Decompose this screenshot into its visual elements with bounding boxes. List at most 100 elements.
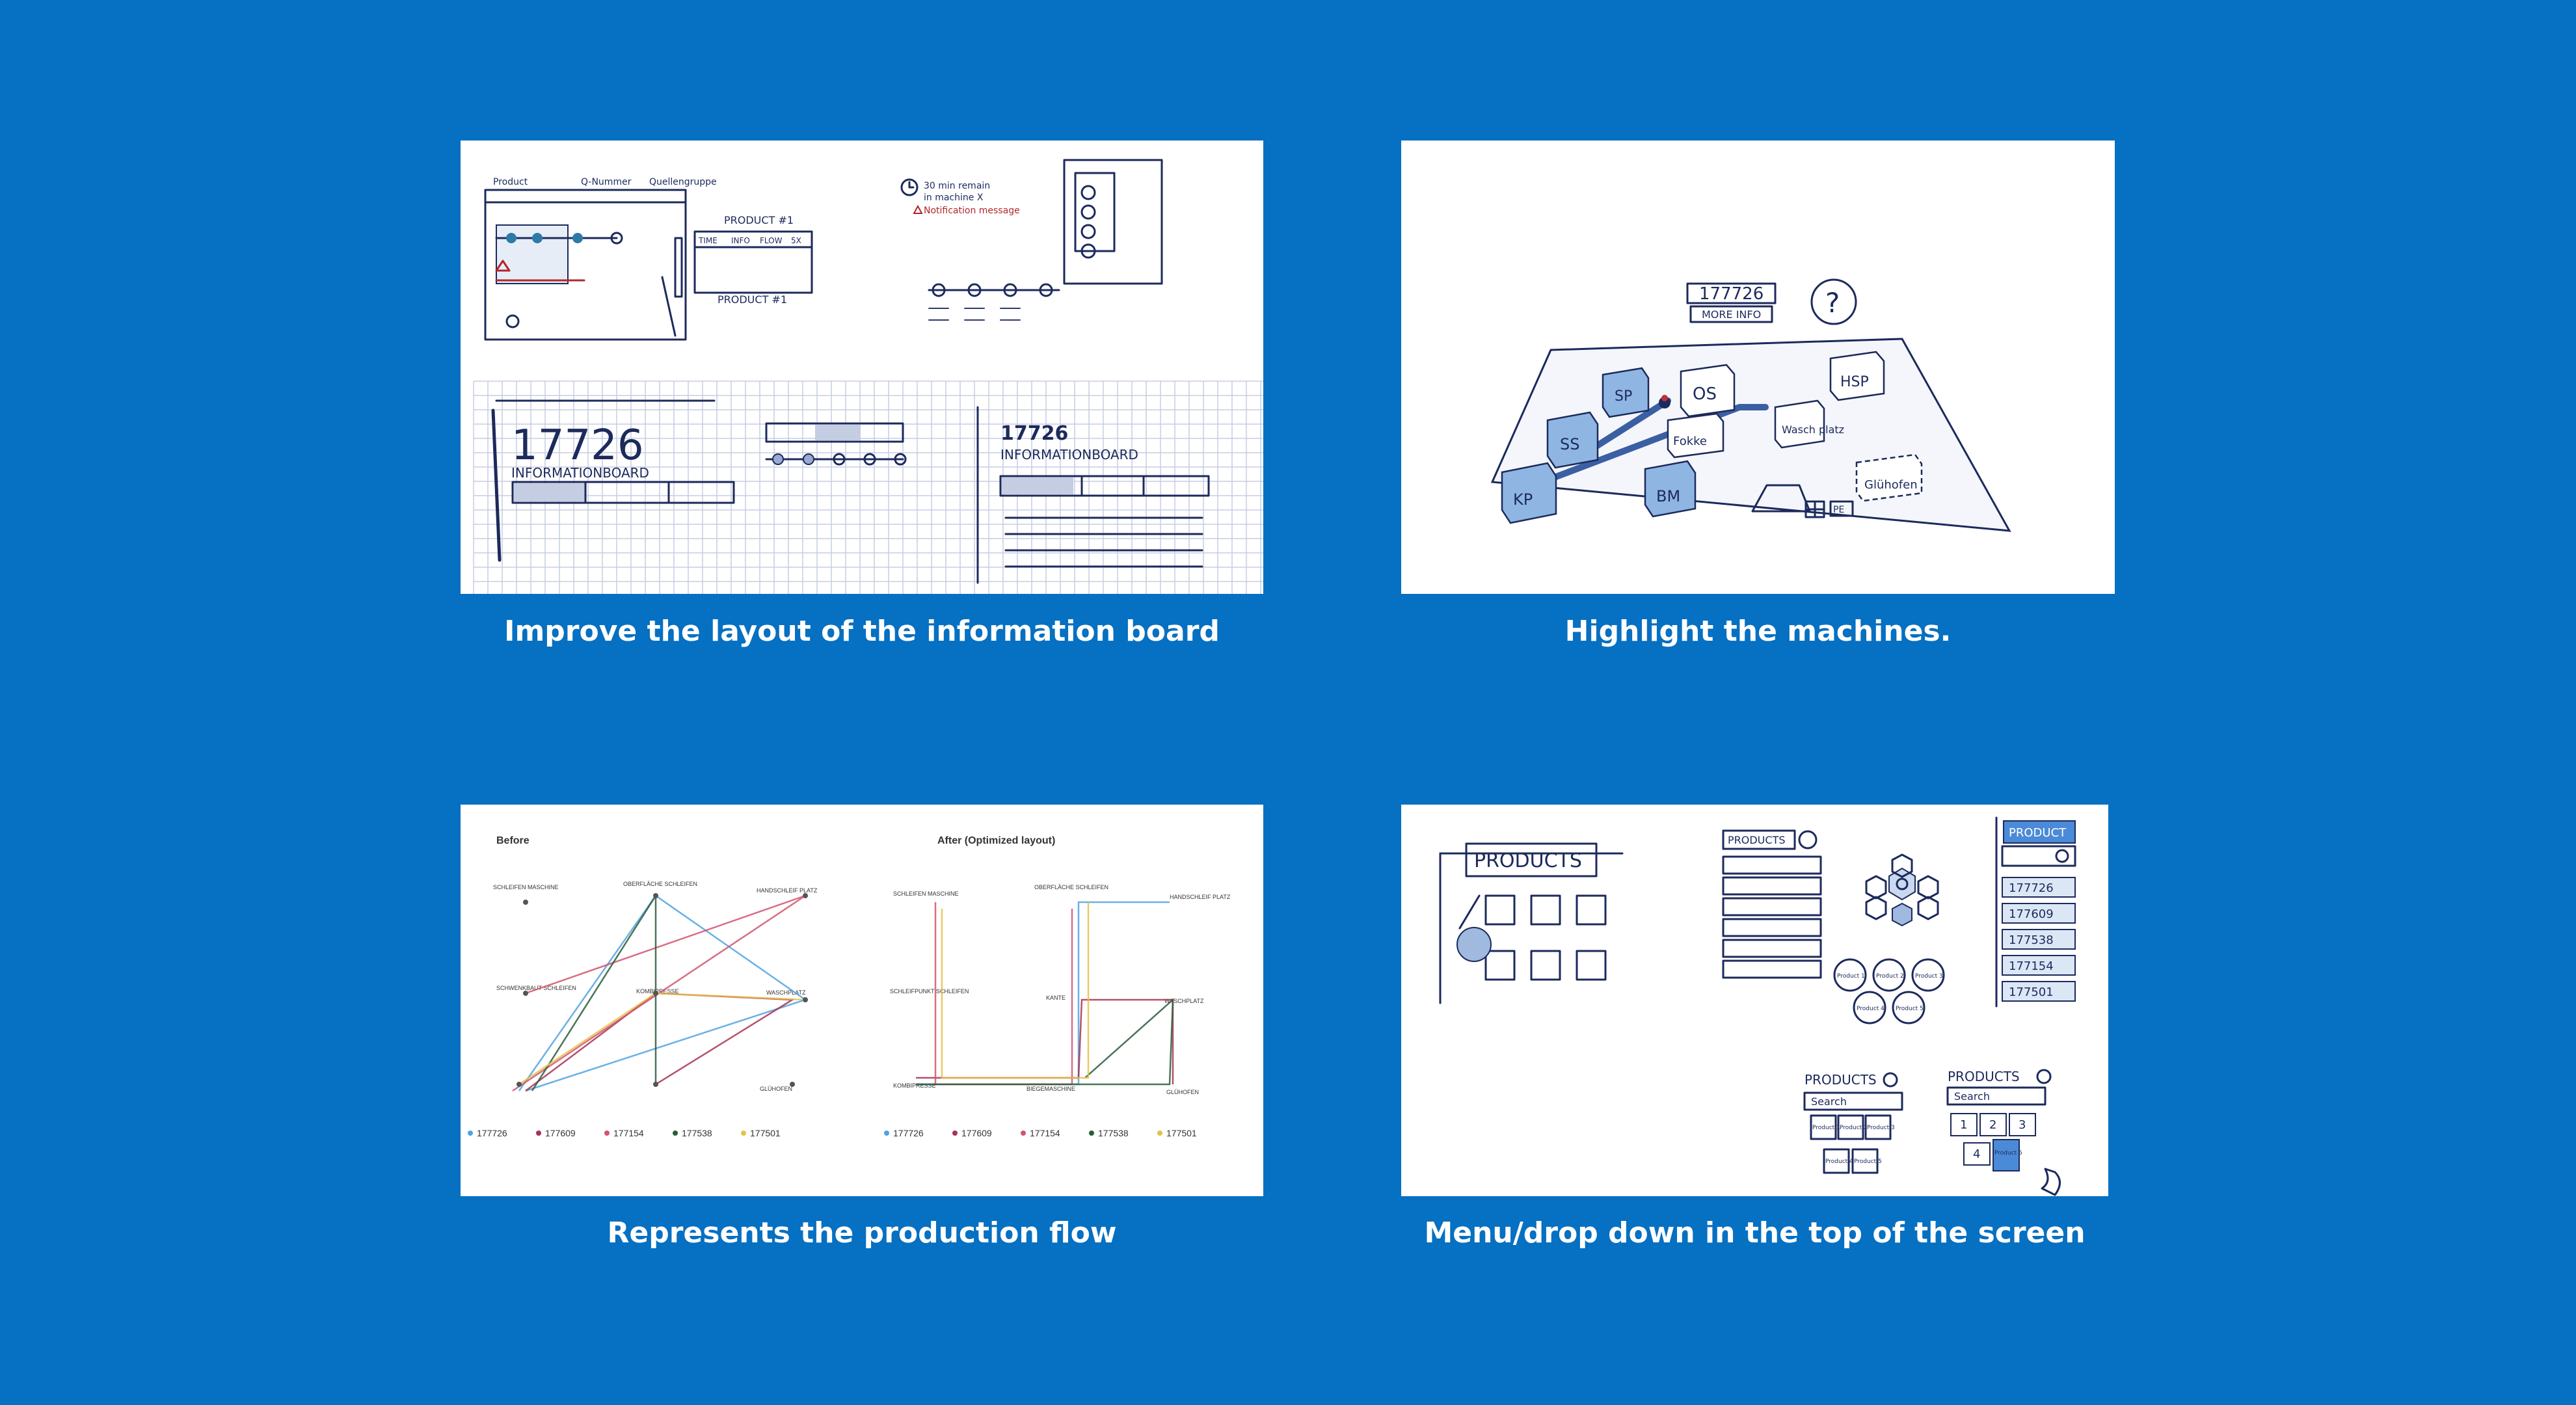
help-button[interactable] [1810, 278, 1857, 325]
product-button[interactable] [1823, 1148, 1850, 1174]
caption-menu-dropdown: Menu/drop down in the top of the screen [1424, 1216, 2086, 1250]
machines-sketch: 177726 MORE INFO ? SP SS KP BM OS [1490, 278, 2011, 532]
circle-product-button[interactable] [1911, 958, 1945, 992]
panel-menu-dropdown: PRODUCTS PRODUCTS Product [1401, 805, 2108, 1196]
legend-swatch [1021, 1131, 1026, 1136]
legend-label: 177609 [961, 1128, 992, 1138]
product-button[interactable] [1837, 1114, 1864, 1140]
circle-product-button[interactable] [1853, 991, 1886, 1024]
circle-product-button[interactable] [1892, 991, 1925, 1024]
panel-machines-sketch: 177726 MORE INFO ? SP SS KP BM OS [1401, 140, 2115, 594]
product-button-label: Product 5 [1994, 1150, 2022, 1157]
product-search-1[interactable] [1803, 1091, 1903, 1111]
legend-swatch [884, 1131, 889, 1136]
products-search-box[interactable] [1722, 829, 1796, 850]
circle-product-button[interactable] [1872, 958, 1906, 992]
after-node-label: HANDSCHLEIF PLATZ [1170, 894, 1231, 900]
legend-swatch [1157, 1131, 1162, 1136]
order-number-box [1686, 282, 1777, 304]
dropdown-item[interactable] [2002, 877, 2076, 898]
products-button-big[interactable] [1465, 842, 1598, 877]
after-node-label: GLÜHOFEN [1166, 1089, 1199, 1095]
after-node-label: BIEGEMASCHINE [1026, 1086, 1075, 1092]
search-label-1: Search [1811, 1095, 1847, 1108]
before-node-label: SCHWENKBAUT SCHLEIFEN [496, 985, 576, 991]
machine-gluehofen[interactable]: Glühofen [1855, 453, 1923, 502]
after-flow-line [916, 998, 1174, 1084]
product-button[interactable] [1992, 1139, 2020, 1171]
dropdown-item[interactable] [2002, 903, 2076, 924]
machine-label-hsp: HSP [1840, 374, 1869, 390]
after-node-label: KOMBIPRESSE [893, 1082, 936, 1089]
before-flow-line [518, 894, 807, 1092]
dropdown-item[interactable] [2002, 955, 2076, 976]
product-search-2[interactable] [1946, 1086, 2046, 1106]
sketch-label-product: Product [493, 177, 528, 187]
machine-kp[interactable]: KP [1501, 462, 1557, 524]
product-button[interactable] [1810, 1114, 1837, 1140]
after-flow-line [916, 998, 1174, 1086]
product-button[interactable] [2009, 1113, 2036, 1136]
product-button-label: Product 5 [1854, 1158, 1882, 1165]
dropdown-item[interactable] [2002, 981, 2076, 1002]
more-info-button[interactable] [1689, 305, 1773, 323]
before-node [803, 893, 808, 898]
machine-label-kp: KP [1513, 490, 1533, 509]
after-node-label: KANTE [1046, 995, 1066, 1001]
machine-hsp[interactable]: HSP [1829, 351, 1885, 401]
machine-fokke[interactable]: Fokke [1667, 412, 1724, 459]
machine-pe[interactable]: PE [1829, 500, 1854, 517]
pointer-hand-icon [1456, 927, 1492, 962]
press-shape [1751, 484, 1811, 513]
dropdown-item[interactable] [2002, 929, 2076, 950]
product-dropdown-header[interactable] [2003, 820, 2076, 844]
machine-label-bm: BM [1656, 487, 1680, 505]
panel-information-board-sketch: /* grid drawn below by script */ Product… [461, 140, 1263, 594]
product-button[interactable] [1979, 1113, 2007, 1136]
after-flow-line [941, 902, 1090, 1079]
circle-product-button[interactable] [1833, 958, 1867, 992]
product-button-label: 4 [1973, 1147, 1980, 1161]
before-node [523, 900, 528, 905]
machine-bm[interactable]: BM [1644, 460, 1697, 518]
chart-before-title: Before [496, 835, 530, 846]
machine-label-sp: SP [1615, 388, 1632, 405]
before-node-label: WASCHPLATZ [766, 989, 806, 996]
board-order-number-2: 17726 [1000, 422, 1068, 445]
before-node [803, 997, 808, 1002]
product-button[interactable] [1864, 1114, 1892, 1140]
machine-label-pe: PE [1833, 505, 1844, 515]
before-node [653, 893, 658, 898]
circle-product-label: Product 5 [1896, 1006, 1924, 1012]
radial-menu[interactable] [1865, 853, 1939, 927]
product-button[interactable] [1963, 1142, 1991, 1166]
legend-swatch [536, 1131, 541, 1136]
information-board-sketch: /* grid drawn below by script */ Product… [473, 159, 1263, 594]
before-node [790, 1082, 795, 1087]
after-node-label: WASCHPLATZ [1164, 998, 1204, 1004]
caption-machines: Highlight the machines. [1564, 615, 1952, 648]
before-flow-line [518, 992, 806, 1086]
machine-os[interactable]: OS [1680, 364, 1736, 418]
product-dropdown-search[interactable] [2001, 845, 2076, 867]
sketch-screen-frame [484, 189, 687, 341]
legend-swatch [1089, 1131, 1094, 1136]
machine-label-gluehofen: Glühofen [1864, 478, 1918, 492]
machine-sp[interactable]: SP [1602, 367, 1650, 418]
product-button[interactable] [1950, 1113, 1978, 1136]
machine-label-os: OS [1693, 384, 1717, 404]
dropdown-item-label: 177501 [2009, 985, 2054, 999]
alert-icon [1659, 397, 1670, 408]
product-button[interactable] [1851, 1148, 1879, 1174]
before-node [653, 1082, 658, 1087]
board-order-number-1: 17726 [511, 421, 644, 470]
machine-ss[interactable]: SS [1546, 411, 1599, 469]
before-node [523, 991, 528, 996]
legend-label: 177501 [1166, 1128, 1197, 1138]
machine-waschplatz[interactable]: Wasch platz [1774, 399, 1844, 449]
notification-message: Notification message [924, 206, 1020, 216]
